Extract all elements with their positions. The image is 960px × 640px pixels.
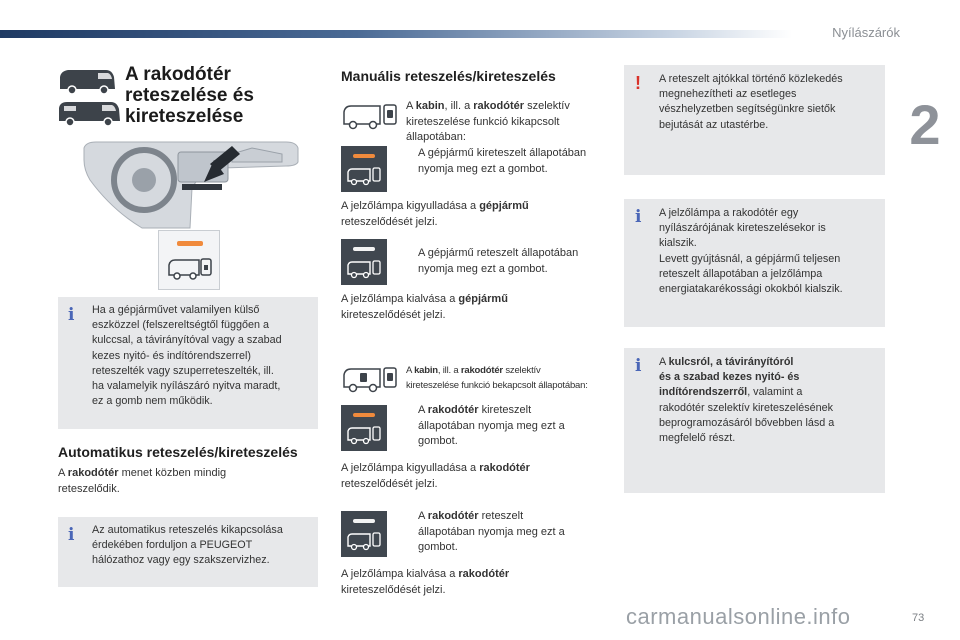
result3-text: A jelzőlámpa kigyulladása a rakodótér re… [341,462,530,490]
automatic-heading: Automatikus reteszelés/kireteszelés [58,444,298,460]
info-text: A kulcsról, a távirányítóról és a szabad… [659,356,835,445]
lock-button-step1 [341,146,387,192]
van-short-icon [60,70,115,95]
cabin-selective-off-icon [343,104,397,130]
van-lock-icon [168,258,212,280]
info-text: Ha a gépjárművet valamilyen külső eszköz… [92,304,282,408]
page-title: A rakodótér reteszelése és kireteszelése [125,64,325,127]
chapter-number: 2 [909,93,941,156]
watermark-site: carmanualsonline.info [626,604,851,629]
title-line-1: A rakodótér [125,64,231,85]
lock-button-step3 [341,405,387,451]
dashboard-illustration [83,141,299,229]
lock-button-step4 [341,511,387,557]
lock-button-step2 [341,239,387,285]
header-bar [0,30,792,38]
cabin-intro-text: A kabin, ill. a rakodótér szelektív kire… [406,100,570,143]
step3-text: A rakodótér kireteszelt állapotában nyom… [418,404,565,447]
indicator-led-off [353,519,375,523]
van-lock-icon [347,532,381,551]
info-icon: i [68,305,75,325]
info-text: A jelzőlámpa a rakodótér egy nyílászárój… [659,207,843,296]
load-area-lock-button-large [158,230,220,290]
indicator-led-off [353,247,375,251]
warning-icon: ! [635,73,641,93]
van-lock-icon [347,167,381,186]
van-lock-icon [347,426,381,445]
result2-text: A jelzőlámpa kialvása a gépjármű kiretes… [341,293,508,321]
info-icon: i [635,207,642,227]
manual-heading: Manuális reteszelés/kireteszelés [341,68,556,84]
info-icon: i [635,356,642,376]
result1-text: A jelzőlámpa kigyulladása a gépjármű ret… [341,200,529,228]
chapter-title: Nyílászárók [832,25,900,40]
indicator-led [177,241,203,246]
indicator-led-on [353,413,375,417]
selective-intro-text: A kabin, ill. a rakodótér szelektív kire… [406,365,588,391]
info-box-external-lock: i Ha a gépjárművet valamilyen külső eszk… [58,297,318,429]
indicator-led-on [353,154,375,158]
info-box-programming: i A kulcsról, a távirányítóról és a szab… [624,348,885,493]
title-line-3: kireteszelése [125,106,244,127]
result4-text: A jelzőlámpa kialvása a rakodótér kirete… [341,568,510,596]
step4-text: A rakodótér reteszelt állapotában nyomja… [418,510,565,553]
van-long-icon [59,102,120,127]
info-box-indicator: i A jelzőlámpa a rakodótér egy nyílászár… [624,199,885,327]
automatic-text: A rakodótér menet közben mindig reteszel… [58,467,227,495]
info-box-automatic: i Az automatikus reteszelés kikapcsolása… [58,517,318,587]
cabin-selective-on-icon [343,367,397,393]
warning-text: A reteszelt ajtókkal történő közlekedés … [659,73,843,131]
page-number: 73 [912,612,925,624]
info-icon: i [68,525,75,545]
van-lock-icon [347,260,381,279]
step2-text: A gépjármű reteszelt állapotában nyomja … [418,247,579,275]
title-line-2: reteszelése és [125,85,254,106]
step1-text: A gépjármű kireteszelt állapotában nyomj… [418,147,587,175]
info-text: Az automatikus reteszelés kikapcsolása é… [92,524,283,567]
warning-box: ! A reteszelt ajtókkal történő közlekedé… [624,65,885,175]
